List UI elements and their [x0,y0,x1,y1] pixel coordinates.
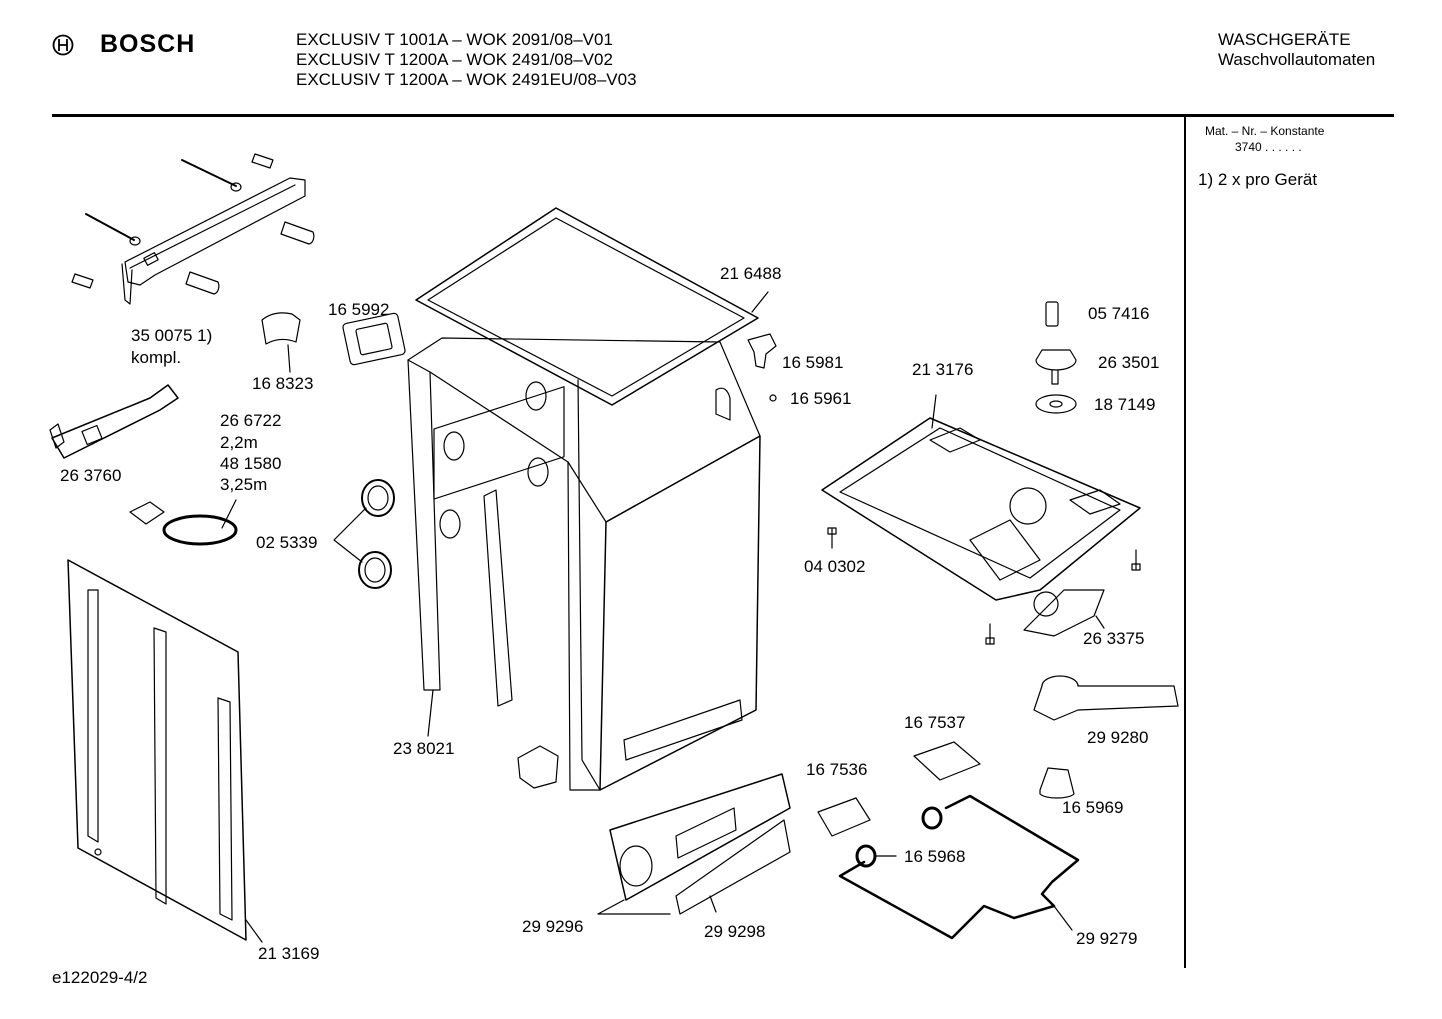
switch-block-lower [817,797,871,837]
part-label-213176: 21 3176 [912,360,974,379]
part-label-025339: 02 5339 [256,533,318,552]
header-divider [52,114,1394,117]
control-panel-drawing [609,773,791,915]
part-label-165992: 16 5992 [328,300,390,319]
part-label-length-3-25m: 3,25m [220,475,268,494]
base-plate-drawing [821,417,1141,601]
part-label-216488: 21 6488 [720,264,782,283]
part-label-length-2-2m: 2,2m [220,433,258,452]
door-lock-part [747,333,777,369]
quantity-note: 1) 2 x pro Gerät [1198,170,1318,189]
part-label-165969: 16 5969 [1062,798,1124,817]
model-list: EXCLUSIV T 1001A – WOK 2091/08–V01 EXCLU… [296,30,637,90]
part-label-263501: 26 3501 [1098,353,1160,372]
category-title: WASCHGERÄTE Waschvollautomaten [1218,30,1375,70]
model-line-2: EXCLUSIV T 1200A – WOK 2491/08–V02 [296,50,613,69]
cover-plate-part [342,312,406,366]
part-label-040302: 04 0302 [804,557,866,576]
part-label-299298: 29 9298 [704,922,766,941]
part-label-481580: 48 1580 [220,454,282,473]
transport-bracket-drawing [71,153,315,305]
mat-number-value: 3740 . . . . . . [1235,140,1302,154]
model-line-3: EXCLUSIV T 1200A – WOK 2491EU/08–V03 [296,70,637,89]
part-label-167536: 16 7536 [806,760,868,779]
bosch-logo: BOSCH [52,30,195,59]
part-label-266722: 26 6722 [220,411,282,430]
shock-arm-part [1033,675,1179,721]
bosch-armature-icon [52,34,74,55]
mounting-bracket-part [1023,589,1105,637]
category-line-2: Waschvollautomaten [1218,50,1376,69]
part-label-057416: 05 7416 [1088,304,1150,323]
foot-pad-part [1035,394,1077,414]
part-label-168323: 16 8323 [252,374,314,393]
cap-upper [921,806,943,830]
washer-part [769,394,777,402]
part-label-213169: 21 3169 [258,944,320,963]
sidebar-divider [1184,116,1186,968]
seal-ring-upper [361,479,395,517]
foot-cap-part [1045,301,1059,327]
brand-name: BOSCH [100,30,196,58]
side-panel-drawing [67,559,247,941]
clip-drawing [261,312,301,345]
cabinet-frame-drawing [407,337,761,791]
part-label-299279: 29 9279 [1076,929,1138,948]
part-label-165968: 16 5968 [904,847,966,866]
bellows-part [1039,767,1075,799]
part-label-165981: 16 5981 [782,353,844,372]
model-line-1: EXCLUSIV T 1001A – WOK 2091/08–V01 [296,30,613,49]
part-label-263375: 26 3375 [1083,629,1145,648]
category-line-1: WASCHGERÄTE [1218,30,1351,49]
part-label-350075: 35 0075 1) [131,326,213,345]
top-lid-drawing [415,207,759,406]
part-label-263760: 26 3760 [60,466,122,485]
seal-ring-lower [358,551,392,589]
drawing-number: e122029-4/2 [52,968,148,987]
part-label-kompl: kompl. [131,348,182,367]
part-label-165961: 16 5961 [790,389,852,408]
wrench-drawing [49,384,179,459]
cap-lower [855,844,877,868]
part-label-299280: 29 9280 [1087,728,1149,747]
mat-number-header: Mat. – Nr. – Konstante [1205,124,1325,138]
heater-loop-part [838,794,1080,940]
part-label-187149: 18 7149 [1094,395,1156,414]
part-label-167537: 16 7537 [904,713,966,732]
foot-part [1035,349,1077,385]
switch-block-upper [913,741,981,781]
part-label-238021: 23 8021 [393,739,455,758]
screw-part [827,527,837,549]
part-label-299296: 29 9296 [522,917,584,936]
inlet-hose-drawing [129,499,238,546]
